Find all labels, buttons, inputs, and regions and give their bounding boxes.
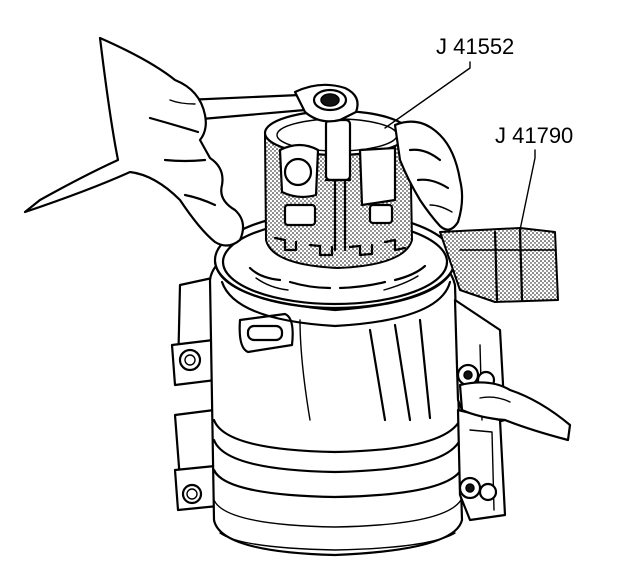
tool-j41790-holder — [439, 226, 559, 303]
left-hand — [23, 36, 245, 247]
wrench — [183, 83, 359, 123]
callout-j41790: J 41790 — [495, 123, 573, 231]
callout-label-j41552: J 41552 — [436, 34, 514, 59]
tool-j41552-puller — [263, 109, 413, 269]
callout-label-j41790: J 41790 — [495, 123, 573, 148]
callout-j41552: J 41552 — [384, 34, 514, 129]
right-hand — [393, 120, 464, 231]
right-lower-hand — [458, 381, 572, 442]
compressor-body — [170, 233, 507, 557]
